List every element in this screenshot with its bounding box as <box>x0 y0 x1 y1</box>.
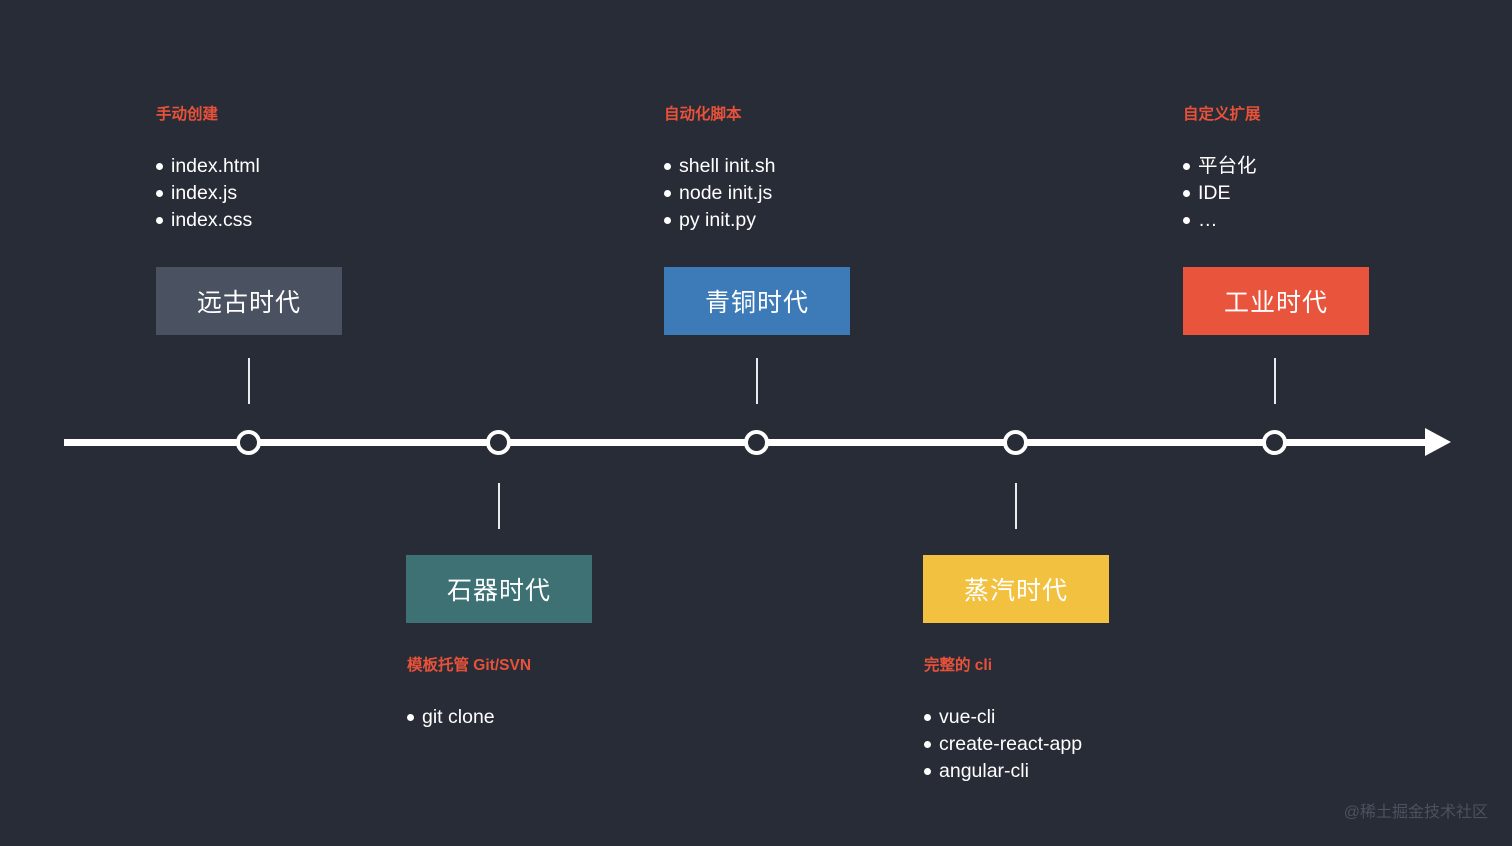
bullet-icon <box>1183 190 1190 197</box>
list-item: index.js <box>156 180 260 207</box>
bullet-icon <box>156 163 163 170</box>
list-item: … <box>1183 207 1261 234</box>
timeline-node-1[interactable] <box>486 430 511 455</box>
bullet-icon <box>924 768 931 775</box>
list-item: IDE <box>1183 180 1261 207</box>
era-box-steam[interactable]: 蒸汽时代 <box>923 555 1109 623</box>
stage-bronze-list: shell init.sh node init.js py init.py <box>664 153 775 234</box>
stage-ancient-text: 手动创建 index.html index.js index.css <box>156 104 260 234</box>
stage-industrial-title: 自定义扩展 <box>1183 106 1261 123</box>
timeline-arrow-icon <box>1425 428 1451 456</box>
bullet-icon <box>664 217 671 224</box>
bullet-icon <box>407 714 414 721</box>
bullet-icon <box>664 190 671 197</box>
list-item: index.css <box>156 207 260 234</box>
era-box-stone[interactable]: 石器时代 <box>406 555 592 623</box>
timeline-node-0[interactable] <box>236 430 261 455</box>
bullet-icon <box>924 714 931 721</box>
stage-stone-text: 模板托管 Git/SVN git clone <box>407 655 531 731</box>
bullet-icon <box>1183 163 1190 170</box>
stage-stone-title: 模板托管 Git/SVN <box>407 657 532 674</box>
stage-bronze-text: 自动化脚本 shell init.sh node init.js py init… <box>664 104 775 234</box>
list-item: vue-cli <box>924 704 1082 731</box>
connector-bronze <box>756 358 758 404</box>
stage-stone-list: git clone <box>407 704 531 731</box>
era-box-industrial[interactable]: 工业时代 <box>1183 267 1369 335</box>
timeline-node-2[interactable] <box>744 430 769 455</box>
watermark-label: @稀土掘金技术社区 <box>1343 804 1488 821</box>
list-item: git clone <box>407 704 531 731</box>
list-item: node init.js <box>664 180 775 207</box>
list-item: py init.py <box>664 207 775 234</box>
stage-bronze-title: 自动化脚本 <box>664 106 742 123</box>
stage-industrial-list: 平台化 IDE … <box>1183 153 1261 234</box>
bullet-icon <box>924 741 931 748</box>
timeline-node-3[interactable] <box>1003 430 1028 455</box>
stage-steam-list: vue-cli create-react-app angular-cli <box>924 704 1082 785</box>
list-item: angular-cli <box>924 758 1082 785</box>
stage-industrial-text: 自定义扩展 平台化 IDE … <box>1183 104 1261 234</box>
era-box-bronze[interactable]: 青铜时代 <box>664 267 850 335</box>
list-item: 平台化 <box>1183 153 1261 180</box>
list-item: create-react-app <box>924 731 1082 758</box>
stage-ancient-title: 手动创建 <box>156 106 219 123</box>
connector-industrial <box>1274 358 1276 404</box>
timeline-node-4[interactable] <box>1262 430 1287 455</box>
list-item: index.html <box>156 153 260 180</box>
list-item: shell init.sh <box>664 153 775 180</box>
stage-steam-title: 完整的 cli <box>924 657 993 674</box>
stage-ancient-list: index.html index.js index.css <box>156 153 260 234</box>
stage-steam-text: 完整的 cli vue-cli create-react-app angular… <box>924 655 1082 785</box>
bullet-icon <box>664 163 671 170</box>
connector-ancient <box>248 358 250 404</box>
bullet-icon <box>156 190 163 197</box>
bullet-icon <box>156 217 163 224</box>
connector-stone <box>498 483 500 529</box>
connector-steam <box>1015 483 1017 529</box>
bullet-icon <box>1183 217 1190 224</box>
era-box-ancient[interactable]: 远古时代 <box>156 267 342 335</box>
